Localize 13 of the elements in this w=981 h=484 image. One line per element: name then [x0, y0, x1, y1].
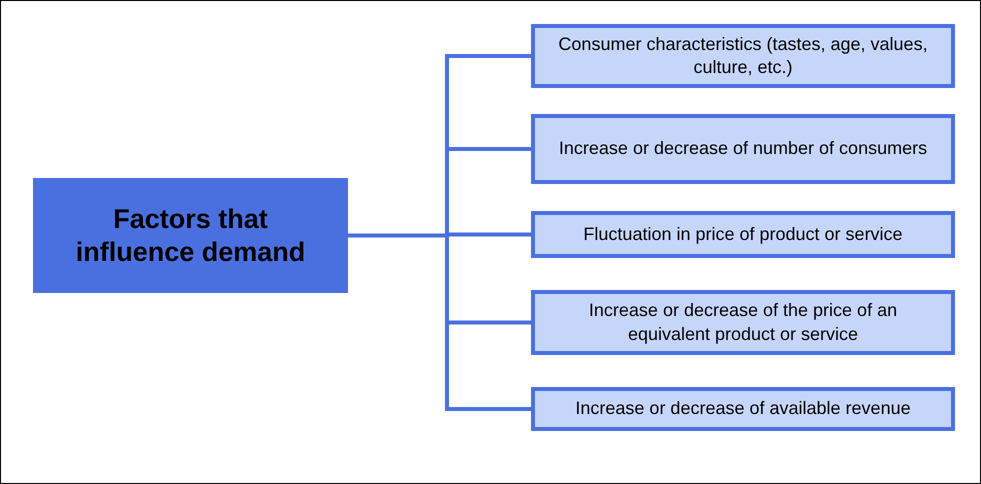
- factor-box: [531, 290, 955, 355]
- factor-box: [531, 24, 955, 88]
- factor-text: Increase or decrease of the price of an equivalent product or service: [588, 299, 898, 346]
- factor-box: [531, 114, 955, 184]
- factor-text: Consumer characteristics (tastes, age, values, culture, etc.): [557, 32, 929, 79]
- connector-line: [348, 234, 531, 411]
- factor-text: Increase or decrease of available revenue: [575, 397, 911, 420]
- topic-box: [33, 178, 348, 293]
- factor-box: [531, 211, 955, 258]
- factor-box: [531, 387, 955, 431]
- factor-text: Increase or decrease of number of consumers: [558, 137, 928, 160]
- topic-title: Factors that influence demand: [74, 203, 306, 268]
- factor-text: Fluctuation in price of product or service: [583, 222, 903, 246]
